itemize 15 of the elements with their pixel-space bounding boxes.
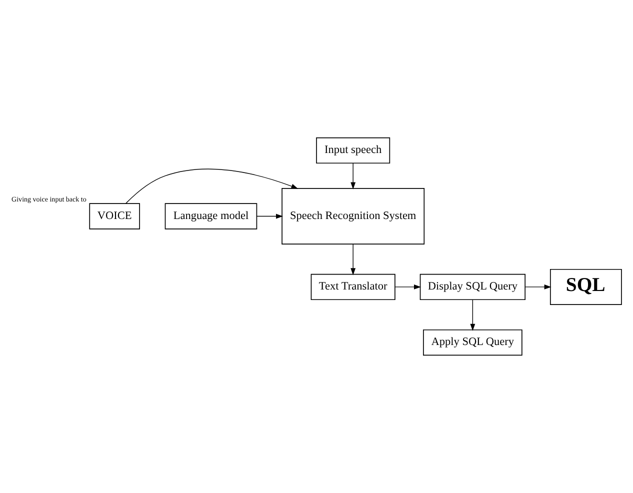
node-box: Text Translator: [310, 274, 396, 300]
node-box: Input speech: [316, 137, 390, 164]
arrow: [524, 284, 552, 290]
arrow: [394, 284, 422, 290]
arrow: [470, 299, 476, 331]
arrow: [125, 168, 298, 204]
node-box: Language model: [164, 203, 258, 230]
arrow: [350, 244, 356, 276]
arrow: [256, 214, 284, 219]
node-box: SQL: [550, 268, 622, 305]
node-box: Speech Recognition System: [282, 188, 425, 244]
node-box: VOICE: [89, 203, 140, 230]
node-box: Display SQL Query: [420, 274, 526, 300]
node-box: Apply SQL Query: [423, 329, 522, 356]
arrow: [350, 162, 356, 190]
